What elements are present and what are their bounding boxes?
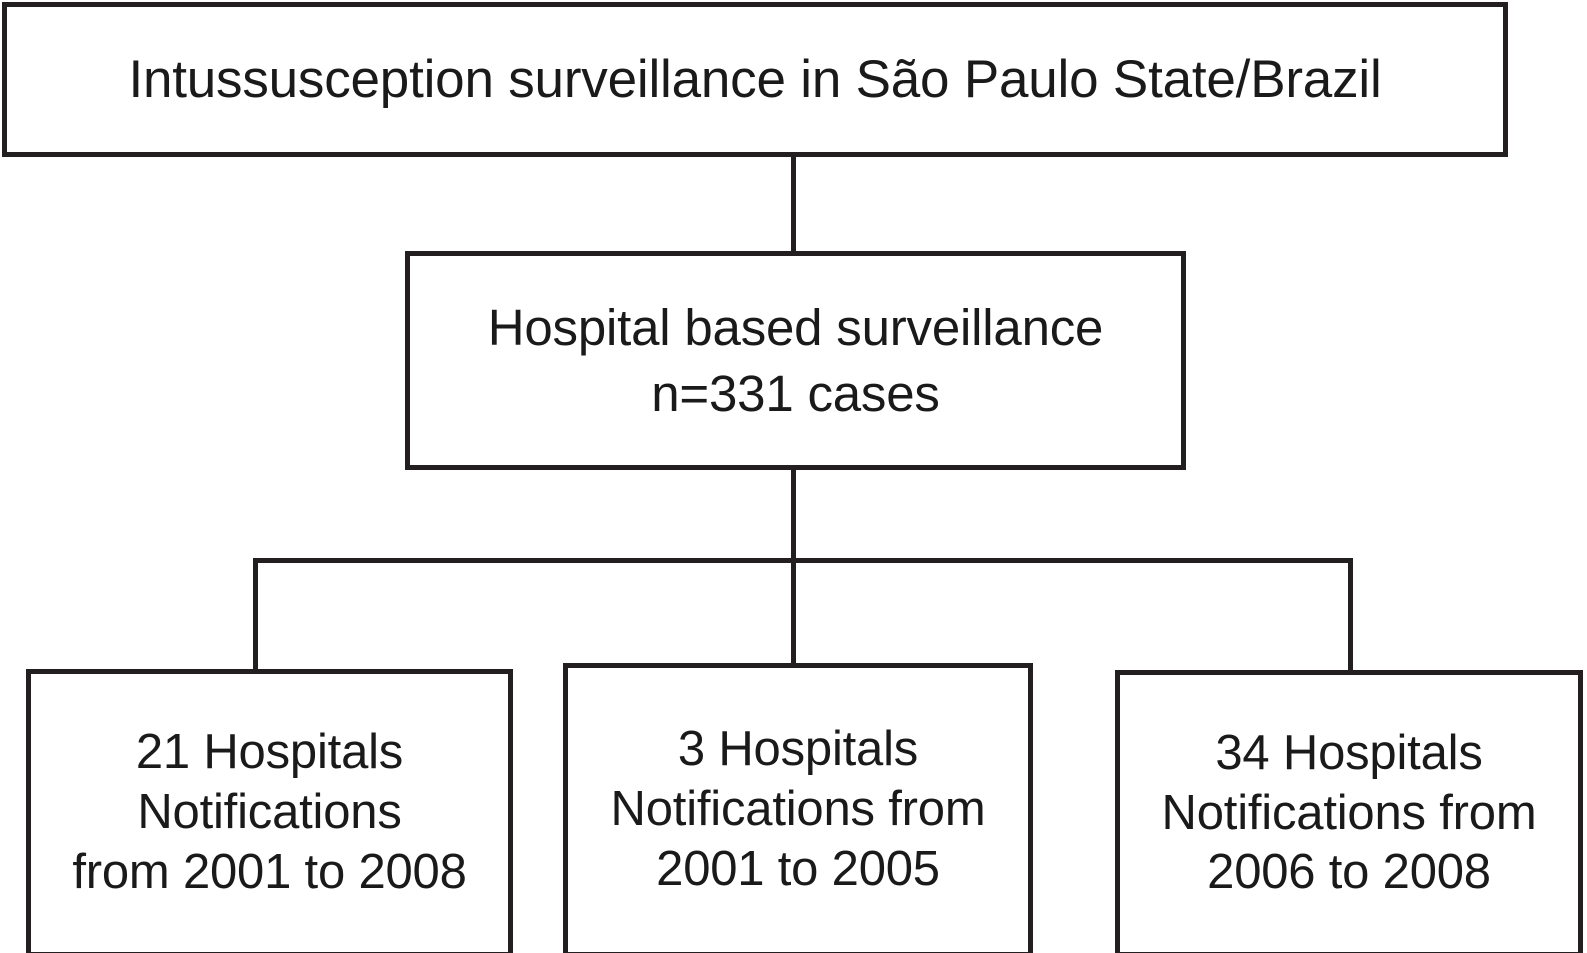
flowchart-node-leaf-left-label: 21 Hospitals Notifications from 2001 to …	[72, 725, 467, 899]
connector-horizontal-bus	[253, 558, 1353, 563]
connector-title-to-hospital	[791, 155, 796, 253]
flowchart-node-leaf-right: 34 Hospitals Notifications from 2006 to …	[1115, 670, 1583, 953]
connector-hospital-to-bus	[791, 468, 796, 563]
flowchart-node-leaf-center: 3 Hospitals Notifications from 2001 to 2…	[563, 663, 1033, 953]
connector-bus-to-leaf-right	[1348, 558, 1353, 672]
flowchart-node-leaf-center-label: 3 Hospitals Notifications from 2001 to 2…	[610, 722, 986, 896]
flowchart-node-title: Intussusception surveillance in São Paul…	[2, 2, 1508, 157]
flowchart-node-title-label: Intussusception surveillance in São Paul…	[128, 49, 1382, 109]
flowchart-node-hospital-surveillance-label: Hospital based surveillance n=331 cases	[487, 299, 1104, 422]
flowchart-node-leaf-right-label: 34 Hospitals Notifications from 2006 to …	[1161, 725, 1537, 900]
connector-bus-to-leaf-left	[253, 558, 258, 671]
flowchart-node-hospital-surveillance: Hospital based surveillance n=331 cases	[405, 251, 1186, 470]
flowchart-node-leaf-left: 21 Hospitals Notifications from 2001 to …	[26, 669, 513, 953]
connector-bus-to-leaf-center	[791, 558, 796, 665]
